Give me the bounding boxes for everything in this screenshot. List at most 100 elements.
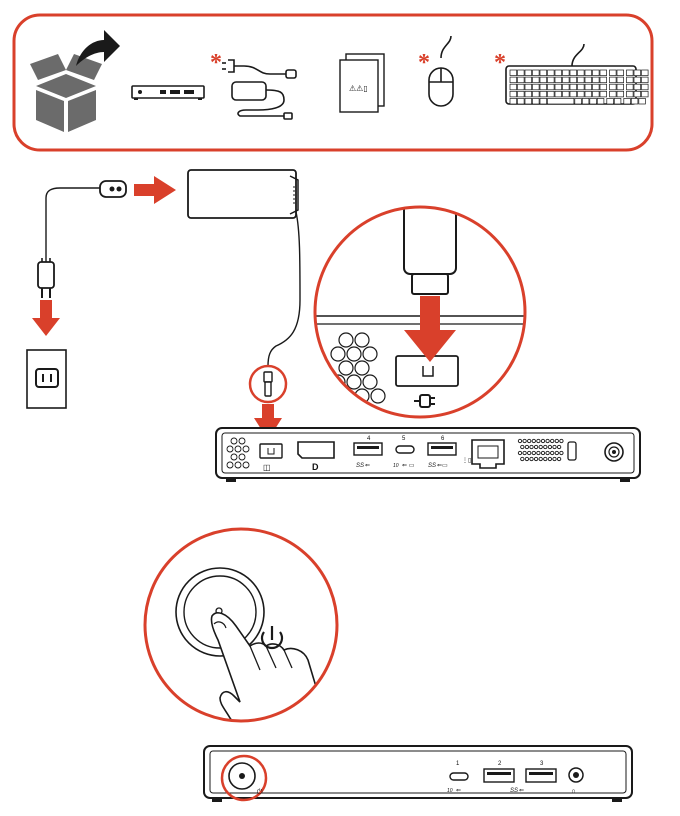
keyboard-key <box>584 83 592 91</box>
keyboard-key <box>532 90 540 98</box>
svg-text:◫: ◫ <box>263 463 271 472</box>
keyboard-key <box>532 98 540 105</box>
keyboard-key <box>524 69 532 76</box>
optional-marker-power: * <box>210 50 222 76</box>
vent-hole <box>529 456 534 462</box>
svg-text:⚠⚠▯: ⚠⚠▯ <box>349 84 368 93</box>
dc-in-port <box>259 443 283 459</box>
usb-a-label-6: 6 <box>441 436 445 442</box>
power-icon <box>260 626 284 650</box>
vent-hole <box>533 444 539 450</box>
keyboard-key <box>592 90 600 98</box>
power-plug-icon <box>37 258 55 298</box>
power-symbol-small: ⏻ <box>257 788 263 796</box>
keyboard-key <box>547 98 575 105</box>
vent-hole <box>543 444 548 450</box>
front-usba-speed: SS <box>510 788 518 794</box>
vent-hole <box>556 456 562 462</box>
displayport-port <box>297 441 335 459</box>
optional-marker-mouse: * <box>418 50 430 76</box>
keyboard-key <box>633 69 641 76</box>
vent-hole <box>522 450 527 456</box>
vent-hole <box>538 456 543 462</box>
arrow-connect-adapter <box>134 176 176 204</box>
keyboard-key <box>592 69 600 76</box>
keyboard-key <box>517 90 525 98</box>
vent-hole <box>540 438 546 444</box>
vent-hole <box>517 438 523 444</box>
keyboard-key <box>547 90 555 98</box>
vent-hole <box>552 444 557 450</box>
keyboard-key <box>509 83 517 91</box>
keyboard-key <box>630 98 639 105</box>
vent-hole <box>538 444 543 450</box>
usb-c-port-5 <box>395 445 415 454</box>
optional-marker-keyboard: * <box>494 50 506 76</box>
dc-connector-callout <box>248 364 288 404</box>
vent-hole <box>540 450 546 456</box>
keyboard-key <box>616 76 624 84</box>
keyboard-key <box>569 83 577 91</box>
usb-a-label-2: 2 <box>498 761 502 767</box>
keyboard-key <box>609 83 617 91</box>
vent-hole <box>545 450 550 456</box>
headphone-icon: ∩ <box>571 788 576 795</box>
usb-c-label-5: 5 <box>402 436 406 442</box>
front-usbc-speed: 10 <box>447 788 453 794</box>
keyboard-key <box>554 76 562 84</box>
keyboard-key <box>584 90 592 98</box>
keyboard-key <box>599 90 607 98</box>
keyboard-key <box>577 69 585 76</box>
panel-border <box>12 13 654 152</box>
keyboard-key <box>524 83 532 91</box>
vent-hole <box>556 444 562 450</box>
keyboard-key <box>633 76 641 84</box>
keyboard-keys <box>509 69 649 105</box>
usb-speed-label-6: SS <box>428 463 436 469</box>
power-adapter-icon <box>222 59 297 120</box>
keyboard-key <box>616 69 624 76</box>
vent-hole <box>536 438 541 444</box>
vent-hole <box>522 438 527 444</box>
vent-hole <box>554 450 559 456</box>
vent-hole <box>524 444 530 450</box>
ethernet-port <box>471 439 505 469</box>
keyboard-key <box>606 98 614 105</box>
keyboard-key <box>592 76 600 84</box>
keyboard-key <box>623 98 631 105</box>
vent-hole <box>536 450 541 456</box>
vent-hole <box>547 456 553 462</box>
keyboard-key <box>547 69 555 76</box>
vent-hole <box>543 456 548 462</box>
usb-a-label-4: 4 <box>367 436 371 442</box>
keyboard-key <box>626 90 634 98</box>
power-button-section: ⏻ 1 10 ⇐ 2 3 SS ⇐ ∩ <box>143 527 633 802</box>
keyboard-key <box>539 76 547 84</box>
mouse-icon <box>428 35 454 107</box>
keyboard-key <box>524 98 532 105</box>
keyboard-key <box>613 98 622 105</box>
arrow-to-dc-port <box>254 404 282 440</box>
keyboard-key <box>638 98 646 105</box>
keyboard-key <box>633 90 641 98</box>
keyboard-key <box>599 83 607 91</box>
keyboard-key <box>577 76 585 84</box>
keyboard-key <box>569 69 577 76</box>
box-icon <box>30 30 120 132</box>
keyboard-key <box>577 83 585 91</box>
keyboard-key <box>524 76 532 84</box>
keyboard-key <box>589 98 597 105</box>
keyboard-key <box>562 83 570 91</box>
power-button-magnifier <box>143 527 339 723</box>
keyboard-key <box>641 69 649 76</box>
cord-connector-icon <box>99 180 127 198</box>
keyboard-key <box>562 76 570 84</box>
vent-hole <box>529 444 534 450</box>
keyboard-key <box>524 90 532 98</box>
keyboard-key <box>539 90 547 98</box>
computer-front-panel: ⏻ 1 10 ⇐ 2 3 SS ⇐ ∩ <box>203 745 633 802</box>
vent-hole <box>550 450 555 456</box>
vent-hole <box>552 456 557 462</box>
power-button-highlight <box>220 754 268 802</box>
keyboard-key <box>509 98 517 105</box>
